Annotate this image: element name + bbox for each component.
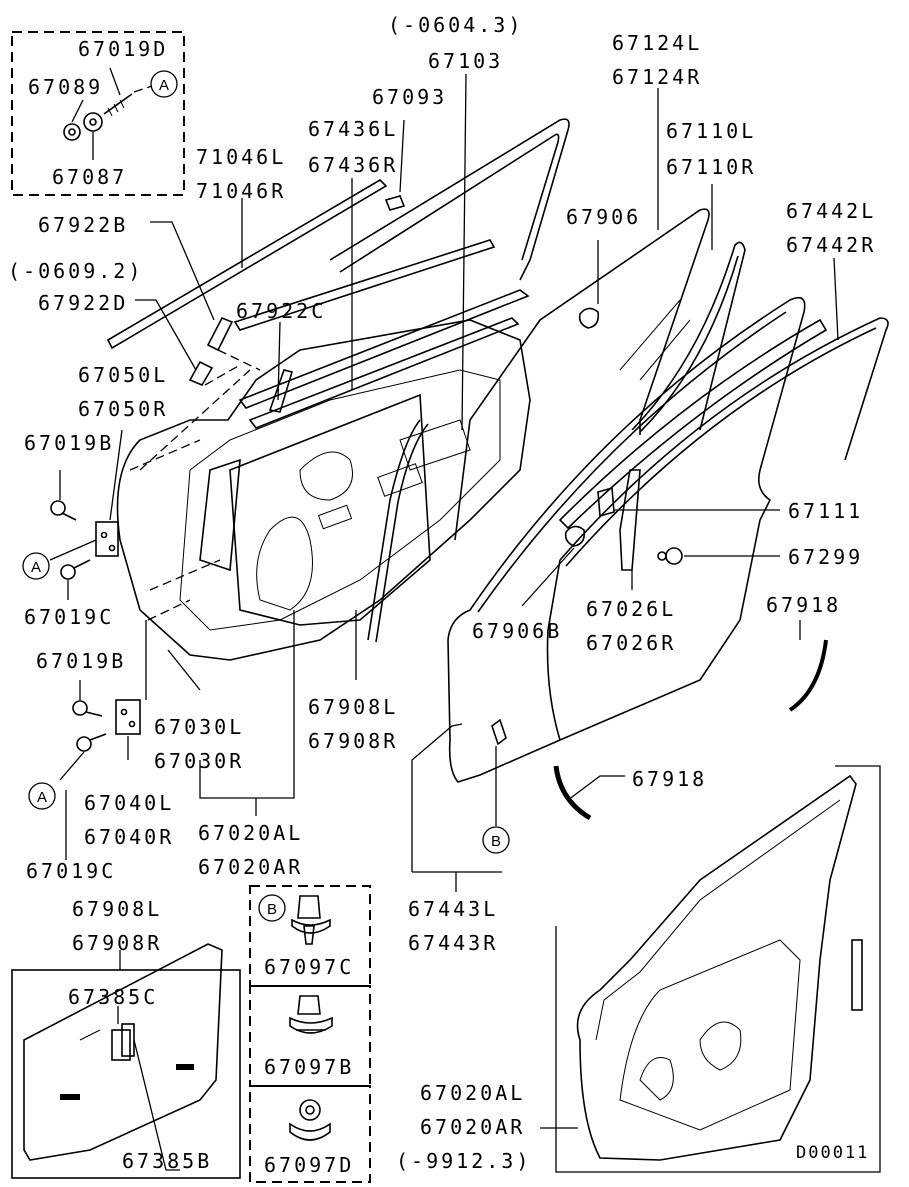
hinge-pin-inset-parts — [63, 67, 153, 160]
clip-67097D — [289, 1099, 331, 1141]
part-label-67026R: 67026R — [586, 631, 677, 655]
part-label-67443R: 67443R — [408, 931, 499, 955]
part-label-67906: 67906 — [566, 205, 642, 229]
part-label-67908L-inset: 67908L — [72, 897, 163, 921]
part-label-67906B: 67906B — [472, 619, 563, 643]
part-label-67385C: 67385C — [68, 985, 159, 1009]
part-label-67908R-main: 67908R — [308, 729, 399, 753]
part-label-67124L: 67124L — [612, 31, 703, 55]
part-label-67299: 67299 — [788, 545, 864, 569]
part-label-67922D: 67922D — [38, 291, 129, 315]
part-label-67020AL-main: 67020AL — [198, 821, 304, 845]
part-label-67097C: 67097C — [264, 955, 355, 979]
part-label-67908L-main: 67908L — [308, 695, 399, 719]
door-sash-and-glass — [106, 118, 889, 783]
part-label-71046L: 71046L — [196, 145, 287, 169]
part-label-67030R: 67030R — [154, 749, 245, 773]
part-label-67385B: 67385B — [122, 1149, 213, 1173]
date-note-9912: (-9912.3) — [396, 1149, 532, 1173]
inset-box-67097B — [249, 985, 371, 1087]
part-label-67040L: 67040L — [84, 791, 175, 815]
part-label-67922B: 67922B — [38, 213, 129, 237]
inset-box-hinge-pin — [11, 31, 185, 196]
part-label-67442R: 67442R — [786, 233, 877, 257]
part-label-67111: 67111 — [788, 499, 864, 523]
side-molding-parts — [188, 316, 294, 413]
part-label-67110L: 67110L — [666, 119, 757, 143]
part-label-67124R: 67124R — [612, 65, 703, 89]
part-label-67442L: 67442L — [786, 199, 877, 223]
part-label-67922C: 67922C — [236, 299, 327, 323]
part-label-67019D: 67019D — [78, 37, 169, 61]
hinge-and-bolts — [49, 429, 201, 860]
callout-b-weatherstrip: B — [482, 826, 510, 854]
diagram-id: D00011 — [796, 1143, 870, 1163]
inset-box-67097C — [249, 885, 371, 987]
part-label-67097D: 67097D — [264, 1153, 355, 1177]
part-label-67050R: 67050R — [78, 397, 169, 421]
part-label-67019B-upper: 67019B — [24, 431, 115, 455]
svg-text:B: B — [267, 901, 277, 918]
callout-a-lower: A — [28, 782, 56, 810]
door-assembly-inset-drawing — [540, 774, 863, 1161]
part-label-67436R: 67436R — [308, 153, 399, 177]
svg-text:A: A — [31, 559, 41, 576]
inset-box-door-assembly — [555, 765, 881, 1173]
part-label-67026L: 67026L — [586, 597, 677, 621]
part-label-67020AL-inset: 67020AL — [420, 1081, 526, 1105]
part-label-67087: 67087 — [52, 165, 128, 189]
misc-small-parts — [129, 73, 839, 892]
trim-panel-inset-drawing — [23, 943, 223, 1171]
clip-67097C — [291, 895, 331, 945]
part-label-67019B-lower: 67019B — [36, 649, 127, 673]
svg-text:A: A — [159, 77, 169, 94]
callout-a-hinge-inset: A — [150, 70, 178, 98]
part-label-67908R-inset: 67908R — [72, 931, 163, 955]
part-label-67019C-lower: 67019C — [26, 859, 117, 883]
door-inner-panel — [116, 319, 531, 661]
inset-box-trim-panel — [11, 969, 241, 1179]
part-label-71046R: 71046R — [196, 179, 287, 203]
part-label-67020AR-main: 67020AR — [198, 855, 304, 879]
part-label-67089: 67089 — [28, 75, 104, 99]
part-label-67103: 67103 — [428, 49, 504, 73]
part-label-67020AR-inset: 67020AR — [420, 1115, 526, 1139]
part-label-67443L: 67443L — [408, 897, 499, 921]
part-label-67030L: 67030L — [154, 715, 245, 739]
inset-box-67097D — [249, 1085, 371, 1183]
part-label-67050L: 67050L — [78, 363, 169, 387]
part-label-67093: 67093 — [372, 85, 448, 109]
date-note-0609: (-0609.2) — [8, 259, 144, 283]
part-label-67436L: 67436L — [308, 117, 399, 141]
part-label-67097B: 67097B — [264, 1055, 355, 1079]
svg-text:B: B — [491, 833, 501, 850]
part-label-67918-lower: 67918 — [632, 767, 708, 791]
callout-a-upper: A — [22, 552, 50, 580]
clip-67097B — [289, 995, 333, 1034]
part-label-67110R: 67110R — [666, 155, 757, 179]
date-note-0604: (-0604.3) — [388, 13, 524, 37]
callout-b-clip-inset: B — [258, 894, 286, 922]
part-label-67019C-upper: 67019C — [24, 605, 115, 629]
part-label-67918-right: 67918 — [766, 593, 842, 617]
part-label-67040R: 67040R — [84, 825, 175, 849]
svg-text:A: A — [37, 789, 47, 806]
